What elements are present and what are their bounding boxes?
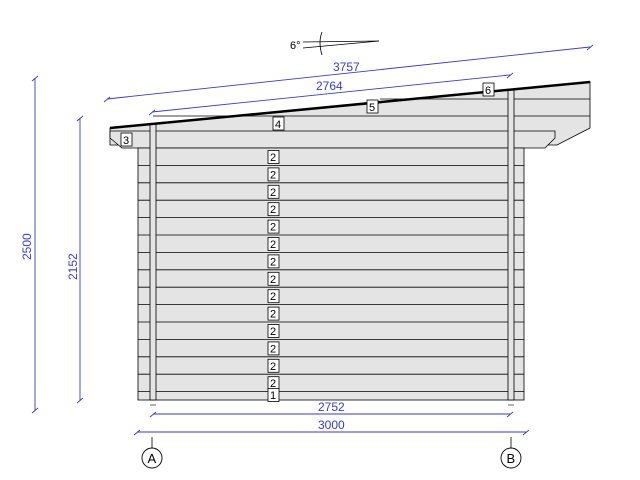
svg-text:2: 2 — [270, 169, 276, 181]
svg-text:2: 2 — [270, 361, 276, 373]
svg-text:2: 2 — [270, 152, 276, 164]
post-left — [149, 123, 157, 401]
log-tag: 2 — [267, 202, 280, 216]
log-tag: 2 — [267, 254, 280, 268]
log-tag: 2 — [267, 219, 280, 234]
wall-body — [137, 147, 525, 401]
post-right — [507, 89, 515, 401]
dim-roof-total: 3757 — [333, 60, 360, 74]
log-tag: 2 — [267, 341, 280, 355]
svg-text:2: 2 — [270, 187, 276, 199]
roof-line — [109, 80, 591, 130]
svg-text:2: 2 — [270, 222, 276, 234]
svg-text:6: 6 — [485, 85, 491, 97]
log-tag: 2 — [267, 184, 280, 199]
dim-height-wall: 2152 — [66, 253, 80, 280]
svg-text:2: 2 — [270, 309, 276, 321]
svg-text:2: 2 — [270, 343, 276, 355]
svg-text:3: 3 — [123, 135, 129, 147]
dim-wall-total: 3000 — [318, 418, 345, 432]
part-tag-6: 6 — [482, 82, 495, 97]
svg-text:2: 2 — [270, 204, 276, 216]
log-tag: 2 — [267, 324, 280, 338]
dim-wall-inner: 2752 — [318, 400, 345, 414]
log-tag: 2 — [267, 167, 280, 181]
part-tag-5: 5 — [366, 99, 379, 114]
dimension-lines — [31, 44, 594, 436]
log-tag: 2 — [267, 306, 280, 321]
svg-text:2: 2 — [270, 326, 276, 338]
axis-marker-b: B — [500, 437, 522, 469]
angle-symbol: 6° — [290, 31, 380, 56]
svg-text:5: 5 — [369, 102, 375, 114]
angle-label: 6° — [290, 40, 301, 52]
fascia-board — [109, 130, 556, 149]
svg-text:2: 2 — [270, 291, 276, 303]
part-tag-3: 3 — [120, 132, 133, 147]
svg-text:B: B — [507, 451, 516, 466]
svg-text:A: A — [148, 451, 157, 466]
log-tag: 1 — [267, 388, 280, 402]
log-tag: 2 — [267, 150, 280, 164]
svg-text:2: 2 — [270, 274, 276, 286]
svg-text:2: 2 — [270, 256, 276, 268]
log-tag: 2 — [267, 237, 280, 251]
dim-roof-inner: 2764 — [316, 79, 343, 93]
log-tag: 2 — [267, 289, 280, 303]
part-tag-4: 4 — [272, 116, 285, 131]
svg-text:2: 2 — [270, 378, 276, 390]
log-tag: 2 — [267, 271, 280, 286]
log-tag: 2 — [267, 358, 280, 373]
svg-text:1: 1 — [270, 390, 276, 402]
svg-text:2: 2 — [270, 239, 276, 251]
axis-marker-a: A — [141, 437, 163, 469]
svg-text:4: 4 — [275, 119, 281, 131]
dim-height-total: 2500 — [20, 233, 34, 260]
